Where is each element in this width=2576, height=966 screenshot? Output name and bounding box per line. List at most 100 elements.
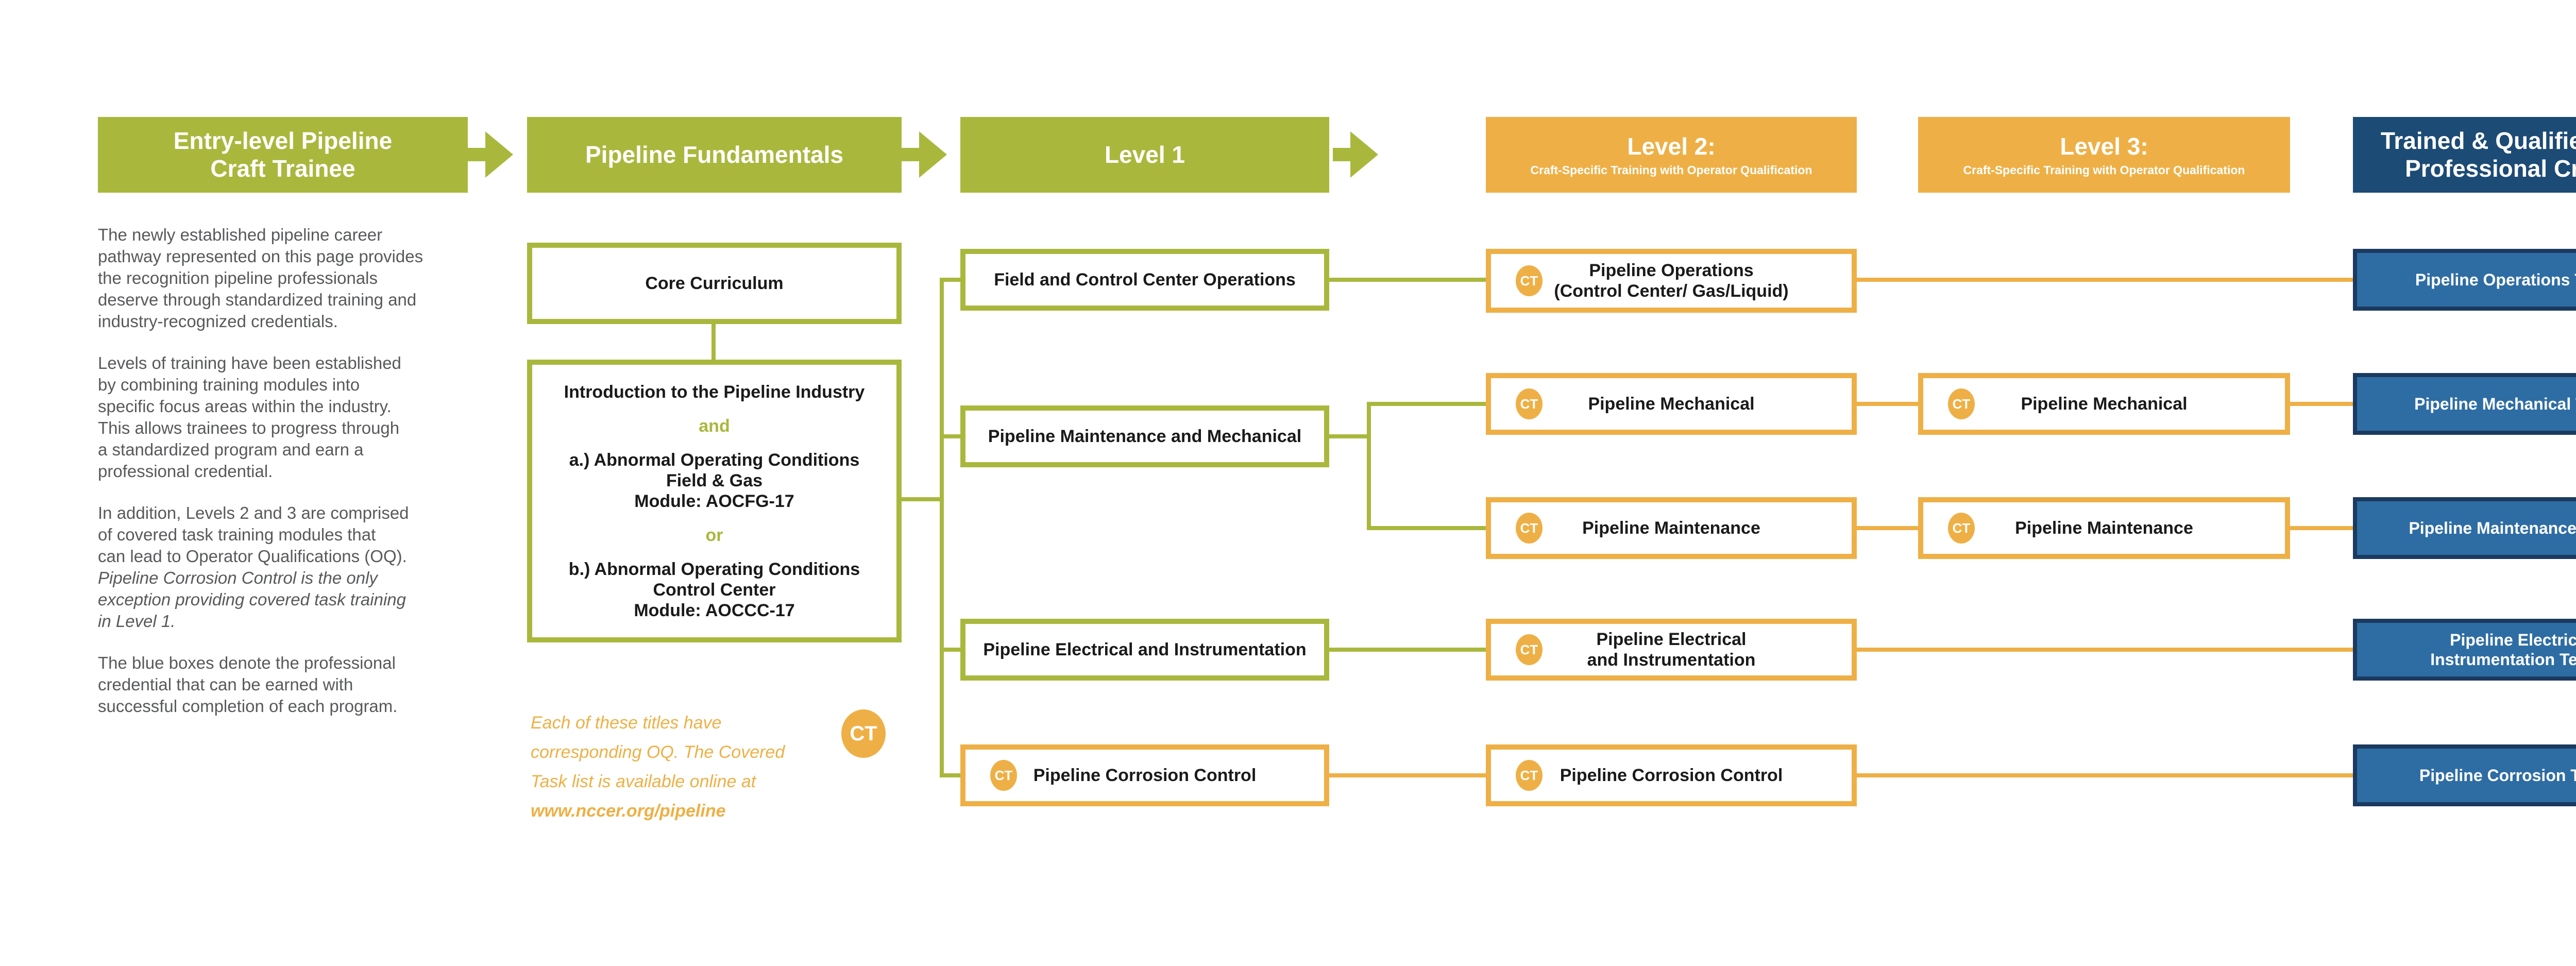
level2-operations-label: Pipeline Operations (Control Center/ Gas… bbox=[1554, 261, 1789, 301]
arrow-head bbox=[919, 131, 947, 178]
header-pipeline-fundamentals-title: Pipeline Fundamentals bbox=[585, 141, 843, 168]
ct-badge-label: CT bbox=[850, 722, 877, 745]
level1-maintenance-mechanical-box: Pipeline Maintenance and Mechanical bbox=[960, 405, 1329, 467]
description-paragraph-1: The newly established pipeline career pa… bbox=[98, 225, 423, 331]
ct-badge-label: CT bbox=[1520, 520, 1538, 536]
covered-task-note-text: Each of these titles have corresponding … bbox=[531, 713, 785, 791]
arrow-right-icon bbox=[902, 131, 949, 178]
ct-badge-icon: CT bbox=[1948, 388, 1975, 419]
header-level-3-subtitle: Craft-Specific Training with Operator Qu… bbox=[1963, 163, 2245, 177]
connector-line bbox=[940, 278, 944, 777]
arrow-stem bbox=[1333, 148, 1350, 161]
connector-line bbox=[1857, 278, 2353, 282]
ct-badge-label: CT bbox=[1520, 273, 1538, 289]
level1-electrical-instrumentation-box: Pipeline Electrical and Instrumentation bbox=[960, 619, 1329, 681]
level1-field-control-center-operations-box: Field and Control Center Operations bbox=[960, 249, 1329, 311]
ct-badge-label: CT bbox=[1952, 396, 1971, 412]
connector-line bbox=[940, 278, 960, 282]
description-paragraph-3-normal: In addition, Levels 2 and 3 are comprise… bbox=[98, 503, 409, 566]
ct-badge-legend: CT bbox=[841, 709, 886, 758]
level2-elect-instr-label: Pipeline Electrical and Instrumentation bbox=[1587, 630, 1756, 670]
level2-pipeline-operations-box: CT Pipeline Operations (Control Center/ … bbox=[1486, 249, 1857, 313]
ct-badge-label: CT bbox=[1520, 642, 1538, 657]
description-paragraph-3-italic: Pipeline Corrosion Control is the only e… bbox=[98, 568, 406, 631]
ct-badge-label: CT bbox=[1520, 768, 1538, 783]
ct-badge-icon: CT bbox=[1516, 760, 1543, 791]
connector-line bbox=[1857, 773, 2353, 777]
connector-line bbox=[711, 323, 716, 361]
level3-pipeline-mechanical-box: CT Pipeline Mechanical bbox=[1918, 373, 2290, 435]
connector-line bbox=[902, 497, 942, 501]
level1-corrosion-label: Pipeline Corrosion Control bbox=[1033, 766, 1257, 785]
level3-pipeline-maintenance-box: CT Pipeline Maintenance bbox=[1918, 497, 2290, 559]
connector-line bbox=[940, 773, 960, 777]
arrow-head bbox=[1350, 131, 1378, 178]
and-label: and bbox=[699, 416, 730, 436]
ct-badge-icon: CT bbox=[990, 760, 1017, 791]
description-paragraph-2: Levels of training have been established… bbox=[98, 353, 401, 481]
description-paragraph-3: In addition, Levels 2 and 3 are comprise… bbox=[98, 502, 533, 632]
arrow-stem bbox=[902, 148, 919, 161]
header-level-1-title: Level 1 bbox=[1105, 141, 1185, 168]
credential-elect-instr-technician-box: Pipeline Electrical and Instrumentation … bbox=[2353, 619, 2576, 681]
option-b-label: b.) Abnormal Operating Conditions Contro… bbox=[568, 559, 860, 620]
connector-line bbox=[1857, 648, 2353, 652]
level2-corrosion-label: Pipeline Corrosion Control bbox=[1560, 766, 1783, 785]
arrow-right-icon bbox=[468, 131, 515, 178]
header-entry-level: Entry-level Pipeline Craft Trainee bbox=[98, 117, 468, 193]
header-entry-level-title: Entry-level Pipeline Craft Trainee bbox=[173, 127, 393, 182]
connector-line bbox=[1367, 402, 1486, 406]
connector-line bbox=[1329, 434, 1371, 438]
header-level-1: Level 1 bbox=[960, 117, 1329, 193]
level2-pipeline-maintenance-box: CT Pipeline Maintenance bbox=[1486, 497, 1857, 559]
connector-line bbox=[1857, 402, 1918, 406]
covered-task-note: Each of these titles have corresponding … bbox=[531, 679, 840, 826]
level3-maintenance-label: Pipeline Maintenance bbox=[2015, 518, 2193, 538]
header-level-2-subtitle: Craft-Specific Training with Operator Qu… bbox=[1530, 163, 1812, 177]
ct-badge-label: CT bbox=[1952, 520, 1971, 536]
level1-field-ops-label: Field and Control Center Operations bbox=[994, 270, 1296, 290]
credential-operations-technician-box: Pipeline Operations Technician bbox=[2353, 249, 2576, 311]
connector-line bbox=[1329, 278, 1486, 282]
connector-line bbox=[1367, 402, 1371, 530]
arrow-head bbox=[485, 131, 513, 178]
connector-line bbox=[2290, 402, 2353, 406]
credential-maintenance-technician-box: Pipeline Maintenance Technician bbox=[2353, 497, 2576, 559]
connector-line bbox=[940, 434, 960, 438]
level1-maint-mech-label: Pipeline Maintenance and Mechanical bbox=[988, 427, 1302, 446]
or-label: or bbox=[705, 525, 723, 545]
credential-corrosion-label: Pipeline Corrosion Technician bbox=[2419, 766, 2576, 785]
connector-line bbox=[1857, 526, 1918, 530]
header-pipeline-fundamentals: Pipeline Fundamentals bbox=[527, 117, 902, 193]
connector-line bbox=[1329, 773, 1486, 777]
header-trained-qualified-credential-title: Trained & Qualified Pipeline Professiona… bbox=[2380, 127, 2576, 182]
ct-badge-icon: CT bbox=[1516, 513, 1543, 544]
credential-mechanical-technician-box: Pipeline Mechanical Technician bbox=[2353, 373, 2576, 435]
header-level-3: Level 3: Craft-Specific Training with Op… bbox=[1918, 117, 2290, 193]
option-a-label: a.) Abnormal Operating Conditions Field … bbox=[569, 450, 860, 511]
level1-corrosion-control-box: CT Pipeline Corrosion Control bbox=[960, 744, 1329, 806]
description-paragraph-4: The blue boxes denote the professional c… bbox=[98, 653, 398, 716]
ct-badge-label: CT bbox=[1520, 396, 1538, 412]
header-level-2-title: Level 2: bbox=[1627, 133, 1716, 160]
level2-maintenance-label: Pipeline Maintenance bbox=[1582, 518, 1760, 538]
connector-line bbox=[2290, 526, 2353, 530]
credential-operations-label: Pipeline Operations Technician bbox=[2415, 270, 2576, 289]
connector-line bbox=[1329, 648, 1486, 652]
ct-badge-icon: CT bbox=[1516, 388, 1543, 419]
header-level-2: Level 2: Craft-Specific Training with Op… bbox=[1486, 117, 1857, 193]
ct-badge-label: CT bbox=[994, 768, 1013, 783]
covered-task-note-link: www.nccer.org/pipeline bbox=[531, 801, 726, 821]
credential-mechanical-label: Pipeline Mechanical Technician bbox=[2414, 395, 2576, 413]
intro-pipeline-industry-box: Introduction to the Pipeline Industry an… bbox=[527, 360, 902, 642]
connector-line bbox=[940, 648, 960, 652]
intro-box-title: Introduction to the Pipeline Industry bbox=[564, 382, 865, 402]
core-curriculum-box: Core Curriculum bbox=[527, 243, 902, 324]
level1-elect-instr-label: Pipeline Electrical and Instrumentation bbox=[983, 640, 1307, 659]
credential-elect-instr-label: Pipeline Electrical and Instrumentation … bbox=[2430, 631, 2576, 669]
level3-mechanical-label: Pipeline Mechanical bbox=[2021, 394, 2188, 414]
level2-electrical-instrumentation-box: CT Pipeline Electrical and Instrumentati… bbox=[1486, 619, 1857, 681]
arrow-right-icon bbox=[1333, 131, 1380, 178]
credential-corrosion-technician-box: Pipeline Corrosion Technician bbox=[2353, 744, 2576, 806]
